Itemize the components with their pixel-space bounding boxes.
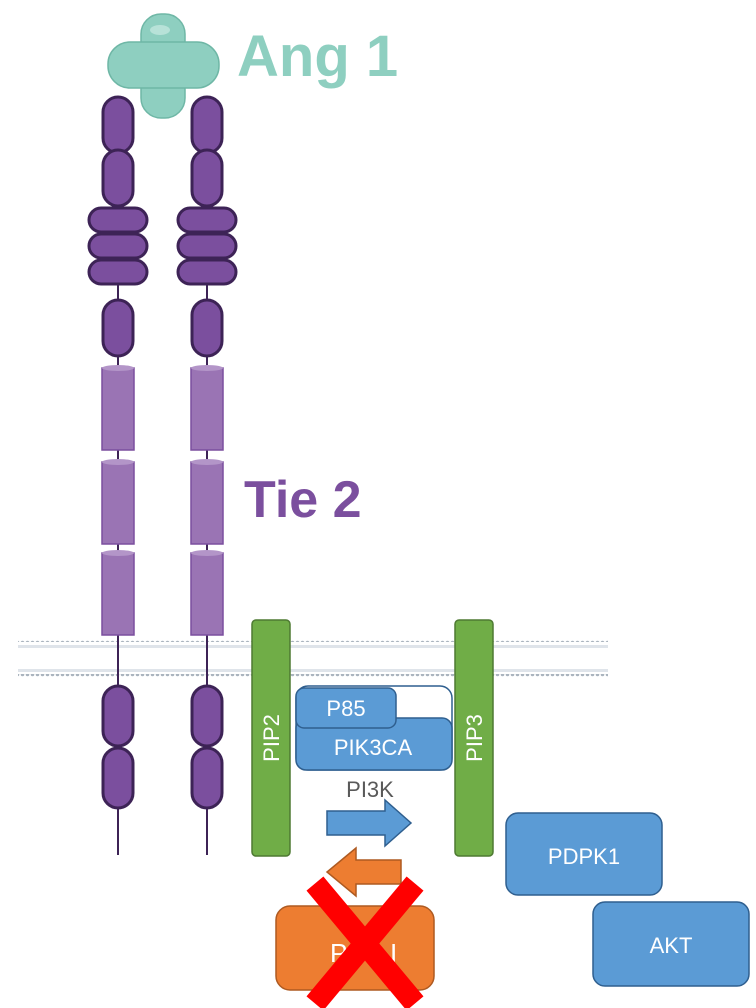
pip2-bar: PIP2 [251,619,291,857]
pi3k-complex: P85 PIK3CA [295,685,453,771]
ang1-label: Ang 1 [237,24,398,89]
pdpk1-label: PDPK1 [548,844,620,869]
akt-label: AKT [650,933,693,958]
tie2-label: Tie 2 [244,471,362,529]
p85-label: P85 [326,696,365,721]
akt-protein: AKT [592,901,750,987]
tie2-receptor-chain-right [176,95,238,855]
pip3-label: PIP3 [462,714,487,762]
red-x-cross-icon [306,876,424,1008]
blue-right-arrow-icon [326,798,413,848]
orange-left-arrow-icon [325,846,402,898]
ang1-ligand-shape [107,13,220,119]
cell-membrane [18,637,608,679]
pip3-bar: PIP3 [454,619,494,857]
pten-label-end: I [390,938,397,968]
pip2-label: PIP2 [259,714,284,762]
pi3k-label: PI3K [346,777,394,802]
tie2-receptor-chain-left [87,95,149,855]
pdpk1-protein: PDPK1 [505,812,663,896]
pik3ca-label: PIK3CA [334,735,413,760]
